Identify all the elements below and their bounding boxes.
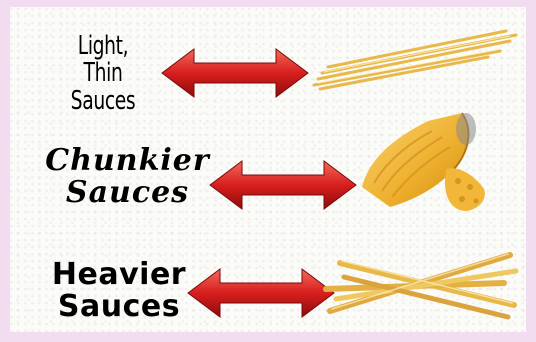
label-line: Sauces bbox=[34, 291, 204, 323]
label-line: Chunkier bbox=[30, 145, 225, 177]
ridged-tube-pasta-icon bbox=[350, 107, 510, 217]
label-line: Heavier bbox=[34, 259, 204, 291]
label-line: Light, Thin bbox=[56, 33, 150, 88]
label-heavier-sauces: Heavier Sauces bbox=[34, 259, 204, 322]
label-line: Sauces bbox=[30, 177, 225, 209]
double-arrow-icon bbox=[208, 159, 358, 211]
double-arrow-icon bbox=[160, 47, 310, 99]
wide-flat-noodles-icon bbox=[320, 237, 520, 327]
sauce-pairing-panel: Light, Thin Sauces Chunkier Sauces bbox=[10, 7, 526, 332]
label-light-thin-sauces: Light, Thin Sauces bbox=[56, 33, 150, 115]
thin-pasta-strands-icon bbox=[310, 27, 520, 97]
label-chunkier-sauces: Chunkier Sauces bbox=[30, 145, 225, 208]
double-arrow-icon bbox=[186, 267, 336, 319]
label-line: Sauces bbox=[56, 88, 150, 115]
